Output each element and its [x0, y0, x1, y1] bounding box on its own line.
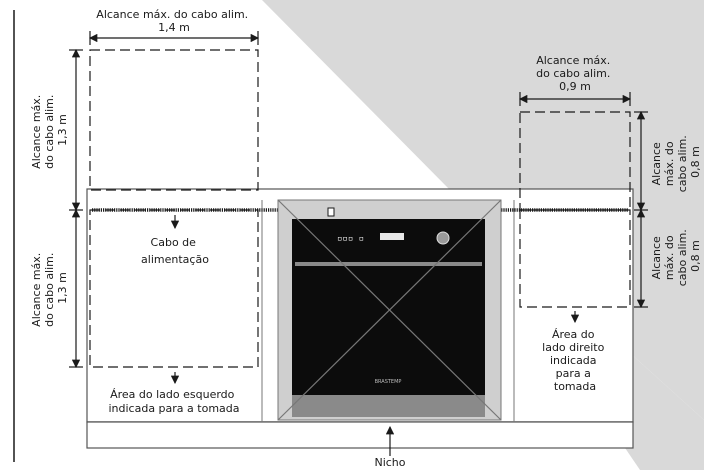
oven-cross-2	[277, 199, 502, 421]
label-power-cable: Cabo de alimentação	[141, 236, 209, 266]
label-top-left-reach: Alcance máx. do cabo alim. 1,4 m	[96, 8, 251, 34]
left-lower-area	[89, 209, 259, 368]
oven-display	[380, 233, 404, 240]
left-upper-area	[89, 49, 259, 191]
oven-brand: BRASTEMP	[375, 379, 402, 385]
oven: ▫▫▫ ▫ BRASTEMP	[277, 199, 502, 421]
label-left-lower-reach: Alcance máx. do cabo alim. 1,3 m	[30, 249, 69, 327]
oven-trim	[292, 395, 485, 417]
label-right-upper-reach: Alcance máx. do cabo alim. 0,8 m	[650, 132, 702, 193]
label-right-lower-reach: Alcance máx. do cabo alim. 0,8 m	[650, 226, 702, 287]
oven-knob	[436, 231, 450, 245]
label-left-upper-reach: Alcance máx. do cabo alim. 1,3 m	[30, 91, 69, 169]
oven-outlet-clip	[327, 207, 335, 217]
label-left-area: Área do lado esquerdo indicada para a to…	[108, 388, 239, 415]
label-right-area: Área do lado direito indicada para a tom…	[542, 328, 608, 393]
oven-controls-glyph: ▫▫▫ ▫	[337, 234, 364, 244]
label-top-right-reach: Alcance máx. do cabo alim. 0,9 m	[536, 54, 614, 93]
label-niche: Nicho	[374, 456, 405, 469]
right-lower-area	[519, 209, 631, 308]
niche-base	[86, 421, 634, 449]
